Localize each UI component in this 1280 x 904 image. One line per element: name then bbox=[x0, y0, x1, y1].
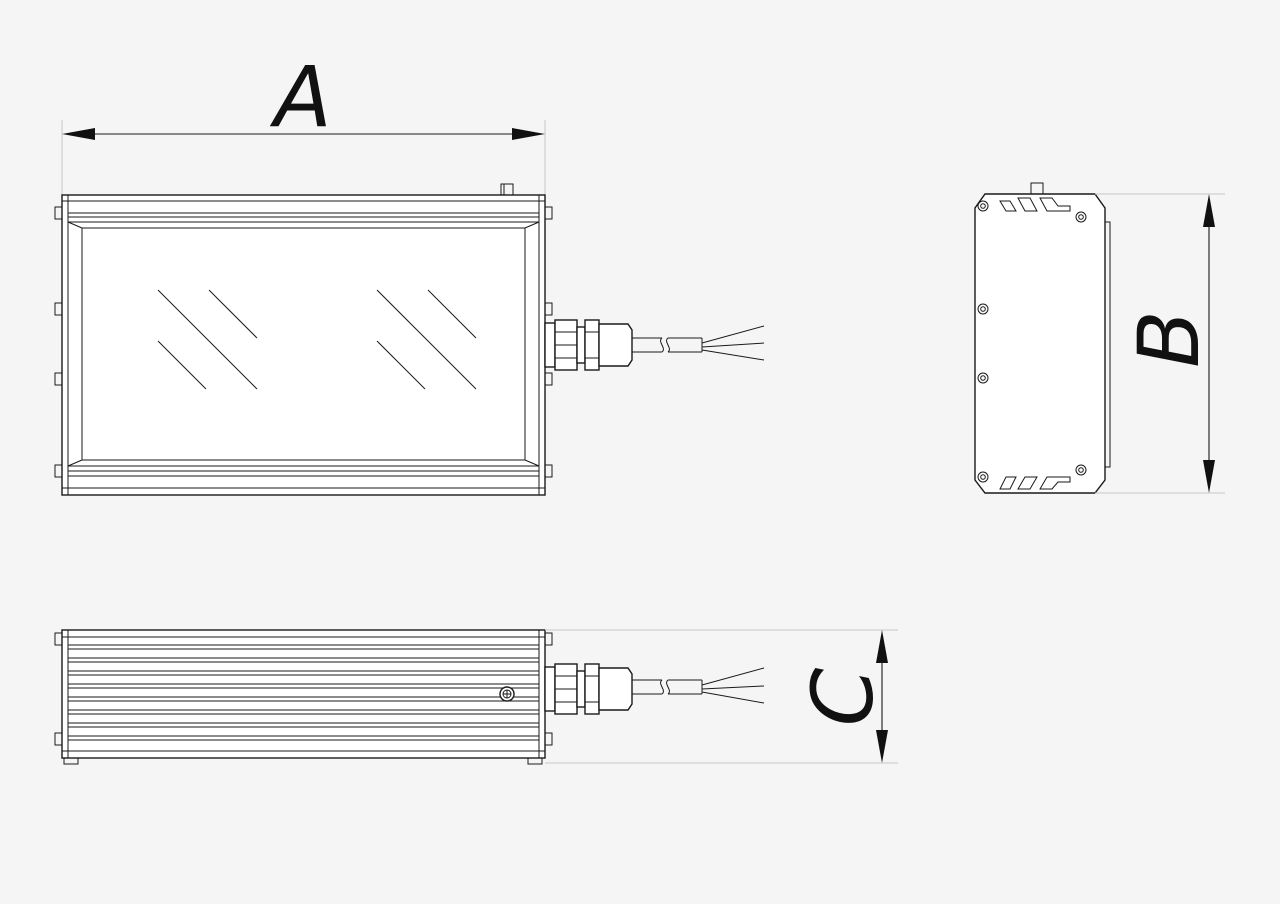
tab bbox=[54, 464, 63, 478]
side-top-button bbox=[1030, 182, 1044, 195]
side-view bbox=[974, 182, 1111, 494]
dimension-c: C bbox=[545, 629, 898, 764]
glass-right-bevel bbox=[524, 221, 540, 467]
dim-c-arrow-bottom bbox=[876, 730, 888, 763]
glass-left-bevel bbox=[67, 221, 83, 467]
cable bbox=[632, 325, 765, 361]
bottom-view bbox=[54, 629, 765, 765]
side-vents-top bbox=[999, 197, 1071, 212]
side-vents-bottom bbox=[999, 476, 1071, 490]
tab bbox=[54, 372, 63, 386]
foot bbox=[63, 757, 79, 765]
dim-b-label: B bbox=[1120, 310, 1218, 368]
foot bbox=[527, 757, 543, 765]
heatsink-fins bbox=[62, 636, 545, 752]
dim-c-label: C bbox=[794, 667, 892, 726]
tab bbox=[544, 732, 553, 746]
tab bbox=[54, 632, 63, 646]
tab bbox=[544, 464, 553, 478]
dimension-b: B bbox=[1095, 193, 1225, 494]
dim-a-arrow-right bbox=[512, 128, 545, 140]
bottom-housing bbox=[61, 629, 546, 759]
front-housing bbox=[61, 194, 546, 496]
tab bbox=[544, 302, 553, 316]
dim-b-arrow-bottom bbox=[1203, 460, 1215, 493]
cable-bottom bbox=[632, 667, 765, 704]
dim-b-arrow-top bbox=[1203, 194, 1215, 227]
front-view bbox=[54, 183, 765, 496]
side-housing bbox=[974, 193, 1106, 494]
tab bbox=[54, 732, 63, 746]
dimension-a: A bbox=[61, 48, 546, 195]
glass-reflection-left bbox=[157, 289, 258, 390]
tab bbox=[54, 302, 63, 316]
tab bbox=[54, 206, 63, 220]
tab bbox=[544, 632, 553, 646]
side-flange bbox=[1104, 221, 1111, 468]
dim-c-arrow-top bbox=[876, 630, 888, 663]
top-button bbox=[500, 183, 514, 196]
tab bbox=[544, 372, 553, 386]
dim-a-label: A bbox=[269, 48, 331, 146]
cable-gland bbox=[544, 319, 633, 371]
tab bbox=[544, 206, 553, 220]
ground-screw bbox=[499, 686, 515, 702]
glass-reflection-right bbox=[376, 289, 477, 390]
cable-gland-bottom bbox=[544, 663, 633, 715]
side-screws bbox=[977, 200, 1087, 483]
dim-a-arrow-left bbox=[62, 128, 95, 140]
